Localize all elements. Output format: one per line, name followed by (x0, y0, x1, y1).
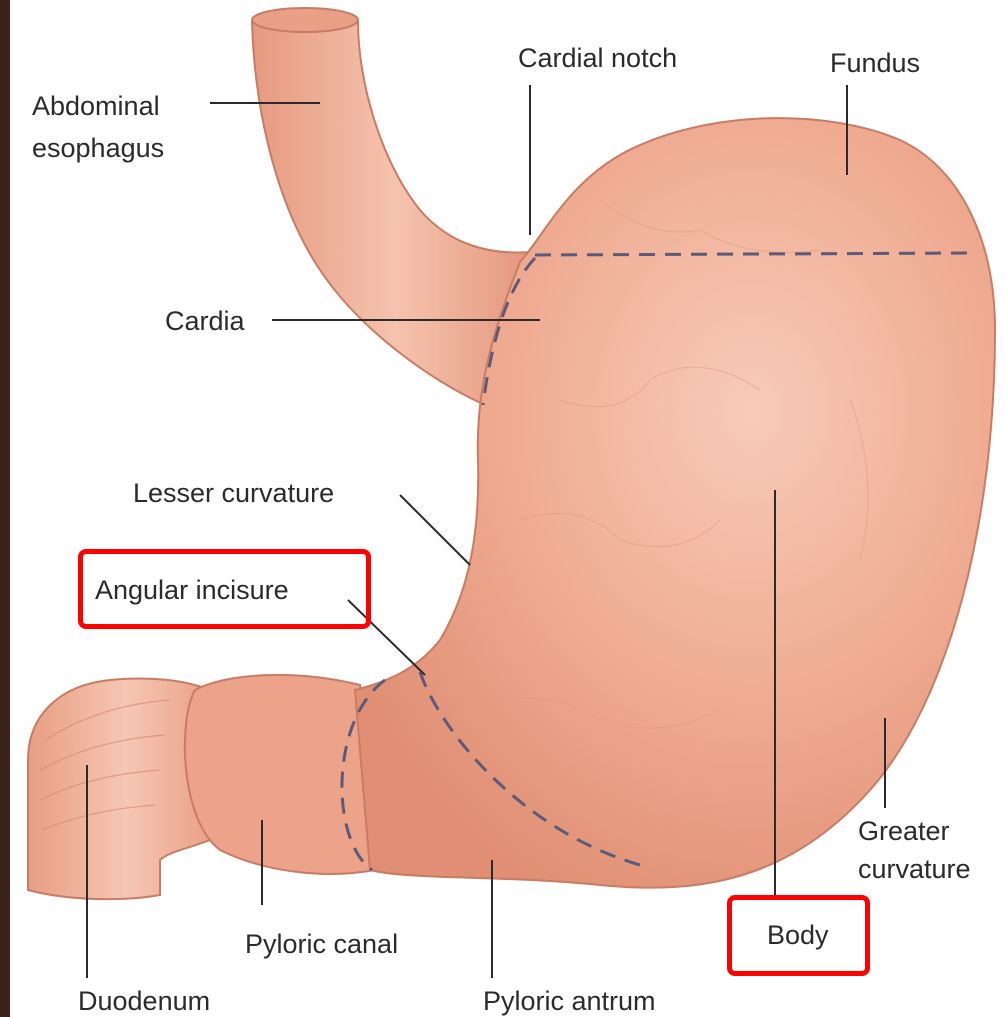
label-greater-curvature-1: Greater (858, 815, 950, 847)
label-cardia: Cardia (165, 305, 245, 337)
stomach-body-shape (355, 118, 995, 888)
label-fundus: Fundus (830, 47, 920, 79)
label-pyloric-antrum: Pyloric antrum (483, 985, 656, 1017)
label-abdominal-esophagus-2: esophagus (32, 132, 164, 164)
label-cardial-notch: Cardial notch (518, 42, 677, 74)
highlight-box-body (727, 895, 870, 976)
label-pyloric-canal: Pyloric canal (245, 928, 398, 960)
label-duodenum: Duodenum (78, 985, 210, 1017)
label-abdominal-esophagus-1: Abdominal (32, 90, 160, 122)
label-greater-curvature-2: curvature (858, 853, 971, 885)
pyloric-canal-shape (185, 675, 375, 874)
label-lesser-curvature: Lesser curvature (133, 477, 334, 509)
highlight-box-angular-incisure (78, 549, 371, 629)
